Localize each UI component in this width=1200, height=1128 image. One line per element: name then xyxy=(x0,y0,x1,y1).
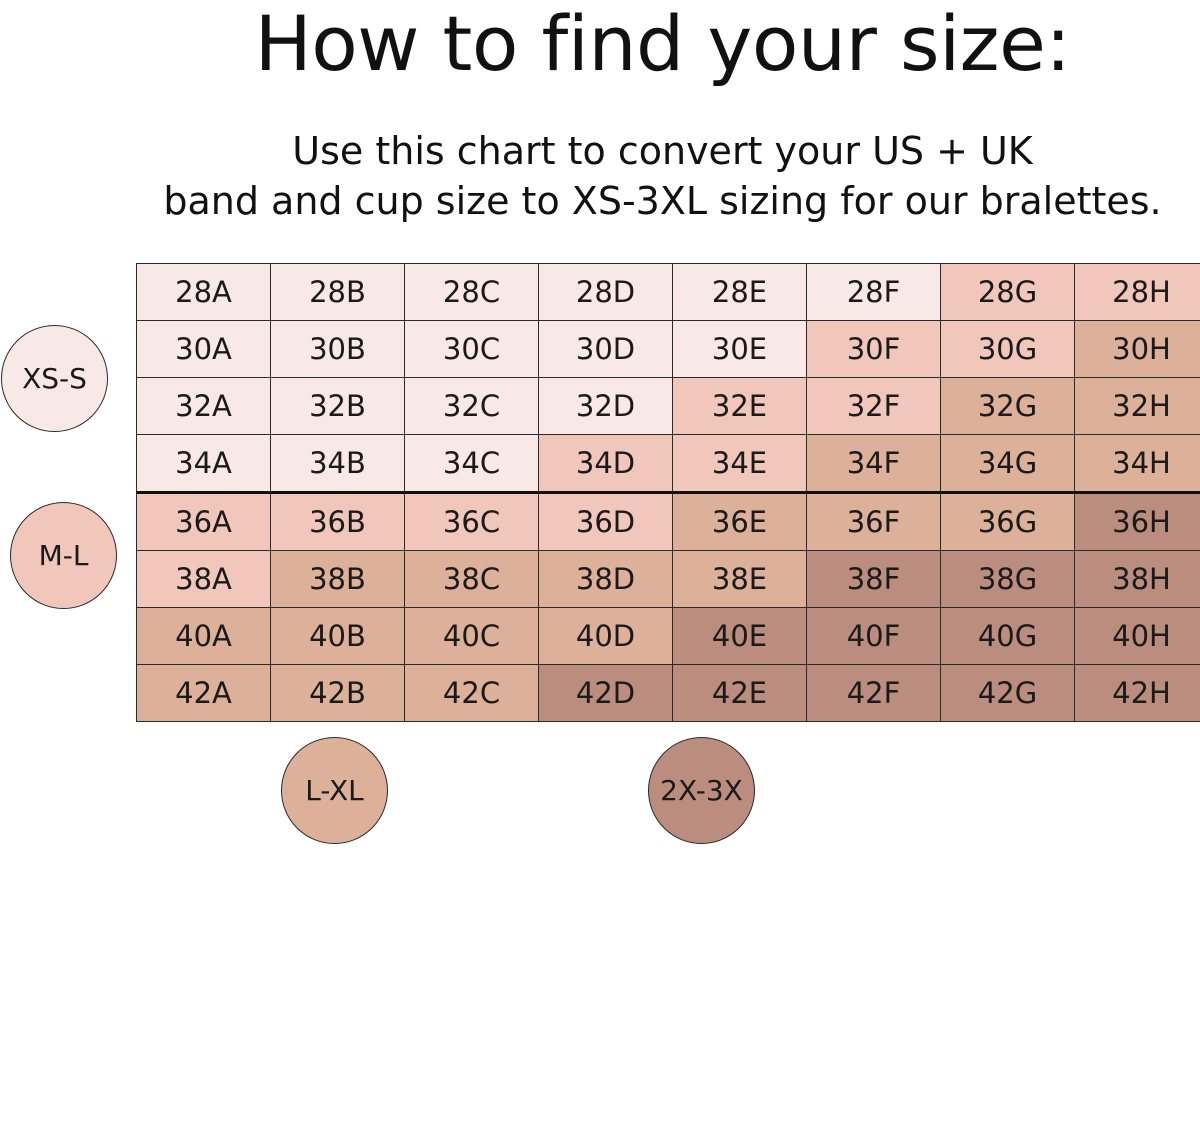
size-cell-40b[interactable]: 40B xyxy=(270,607,405,665)
size-cell-30b[interactable]: 30B xyxy=(270,320,405,378)
size-cell-32h[interactable]: 32H xyxy=(1074,377,1200,435)
size-cell-42f[interactable]: 42F xyxy=(806,664,941,722)
size-cell-32a[interactable]: 32A xyxy=(136,377,271,435)
size-cell-38b[interactable]: 38B xyxy=(270,550,405,608)
size-cell-40f[interactable]: 40F xyxy=(806,607,941,665)
size-cell-42b[interactable]: 42B xyxy=(270,664,405,722)
subtitle: Use this chart to convert your US + UK b… xyxy=(0,126,1200,226)
size-cell-32f[interactable]: 32F xyxy=(806,377,941,435)
size-cell-34b[interactable]: 34B xyxy=(270,434,405,494)
size-cell-36e[interactable]: 36E xyxy=(672,492,807,551)
size-cell-42g[interactable]: 42G xyxy=(940,664,1075,722)
size-cell-34f[interactable]: 34F xyxy=(806,434,941,494)
size-cell-40a[interactable]: 40A xyxy=(136,607,271,665)
size-cell-28b[interactable]: 28B xyxy=(270,263,405,321)
size-cell-28e[interactable]: 28E xyxy=(672,263,807,321)
size-cell-30d[interactable]: 30D xyxy=(538,320,673,378)
size-cell-38d[interactable]: 38D xyxy=(538,550,673,608)
size-cell-42h[interactable]: 42H xyxy=(1074,664,1200,722)
size-cell-28g[interactable]: 28G xyxy=(940,263,1075,321)
size-cell-36b[interactable]: 36B xyxy=(270,492,405,551)
size-cell-32d[interactable]: 32D xyxy=(538,377,673,435)
size-cell-38f[interactable]: 38F xyxy=(806,550,941,608)
size-cell-32g[interactable]: 32G xyxy=(940,377,1075,435)
size-badge-l-xl: L-XL xyxy=(281,737,388,844)
size-cell-40g[interactable]: 40G xyxy=(940,607,1075,665)
size-cell-30g[interactable]: 30G xyxy=(940,320,1075,378)
size-cell-34g[interactable]: 34G xyxy=(940,434,1075,494)
size-cell-36f[interactable]: 36F xyxy=(806,492,941,551)
size-cell-30c[interactable]: 30C xyxy=(404,320,539,378)
size-cell-32e[interactable]: 32E xyxy=(672,377,807,435)
size-cell-28f[interactable]: 28F xyxy=(806,263,941,321)
size-cell-40c[interactable]: 40C xyxy=(404,607,539,665)
size-cell-40h[interactable]: 40H xyxy=(1074,607,1200,665)
size-cell-38a[interactable]: 38A xyxy=(136,550,271,608)
size-cell-42e[interactable]: 42E xyxy=(672,664,807,722)
size-cell-36h[interactable]: 36H xyxy=(1074,492,1200,551)
size-cell-30e[interactable]: 30E xyxy=(672,320,807,378)
size-cell-30a[interactable]: 30A xyxy=(136,320,271,378)
size-cell-38e[interactable]: 38E xyxy=(672,550,807,608)
size-cell-30h[interactable]: 30H xyxy=(1074,320,1200,378)
size-cell-36g[interactable]: 36G xyxy=(940,492,1075,551)
size-cell-34h[interactable]: 34H xyxy=(1074,434,1200,494)
size-cell-28c[interactable]: 28C xyxy=(404,263,539,321)
size-cell-36d[interactable]: 36D xyxy=(538,492,673,551)
size-cell-40e[interactable]: 40E xyxy=(672,607,807,665)
size-badge-2x-3x: 2X-3X xyxy=(648,737,755,844)
size-cell-42a[interactable]: 42A xyxy=(136,664,271,722)
size-cell-32c[interactable]: 32C xyxy=(404,377,539,435)
size-cell-36a[interactable]: 36A xyxy=(136,492,271,551)
subtitle-line-2: band and cup size to XS-3XL sizing for o… xyxy=(163,179,1162,223)
size-cell-38h[interactable]: 38H xyxy=(1074,550,1200,608)
subtitle-line-1: Use this chart to convert your US + UK xyxy=(292,129,1033,173)
size-cell-42c[interactable]: 42C xyxy=(404,664,539,722)
size-cell-42d[interactable]: 42D xyxy=(538,664,673,722)
page-title: How to find your size: xyxy=(254,0,1071,88)
size-cell-34c[interactable]: 34C xyxy=(404,434,539,494)
size-cell-28h[interactable]: 28H xyxy=(1074,263,1200,321)
size-cell-34e[interactable]: 34E xyxy=(672,434,807,494)
size-badge-m-l: M-L xyxy=(10,502,117,609)
size-cell-40d[interactable]: 40D xyxy=(538,607,673,665)
size-cell-28a[interactable]: 28A xyxy=(136,263,271,321)
size-cell-36c[interactable]: 36C xyxy=(404,492,539,551)
size-badge-xs-s: XS-S xyxy=(1,325,108,432)
size-cell-38g[interactable]: 38G xyxy=(940,550,1075,608)
size-cell-28d[interactable]: 28D xyxy=(538,263,673,321)
size-cell-38c[interactable]: 38C xyxy=(404,550,539,608)
size-cell-34a[interactable]: 34A xyxy=(136,434,271,494)
size-cell-32b[interactable]: 32B xyxy=(270,377,405,435)
size-cell-30f[interactable]: 30F xyxy=(806,320,941,378)
size-cell-34d[interactable]: 34D xyxy=(538,434,673,494)
